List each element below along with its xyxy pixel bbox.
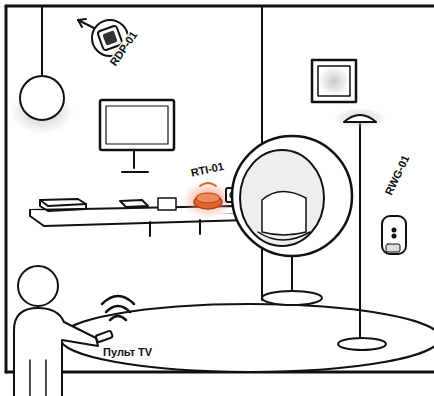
device-label: RTI-01 [189, 161, 226, 179]
device-label: RWG-01 [383, 153, 412, 198]
remote-label: Пульт TV [102, 347, 153, 358]
